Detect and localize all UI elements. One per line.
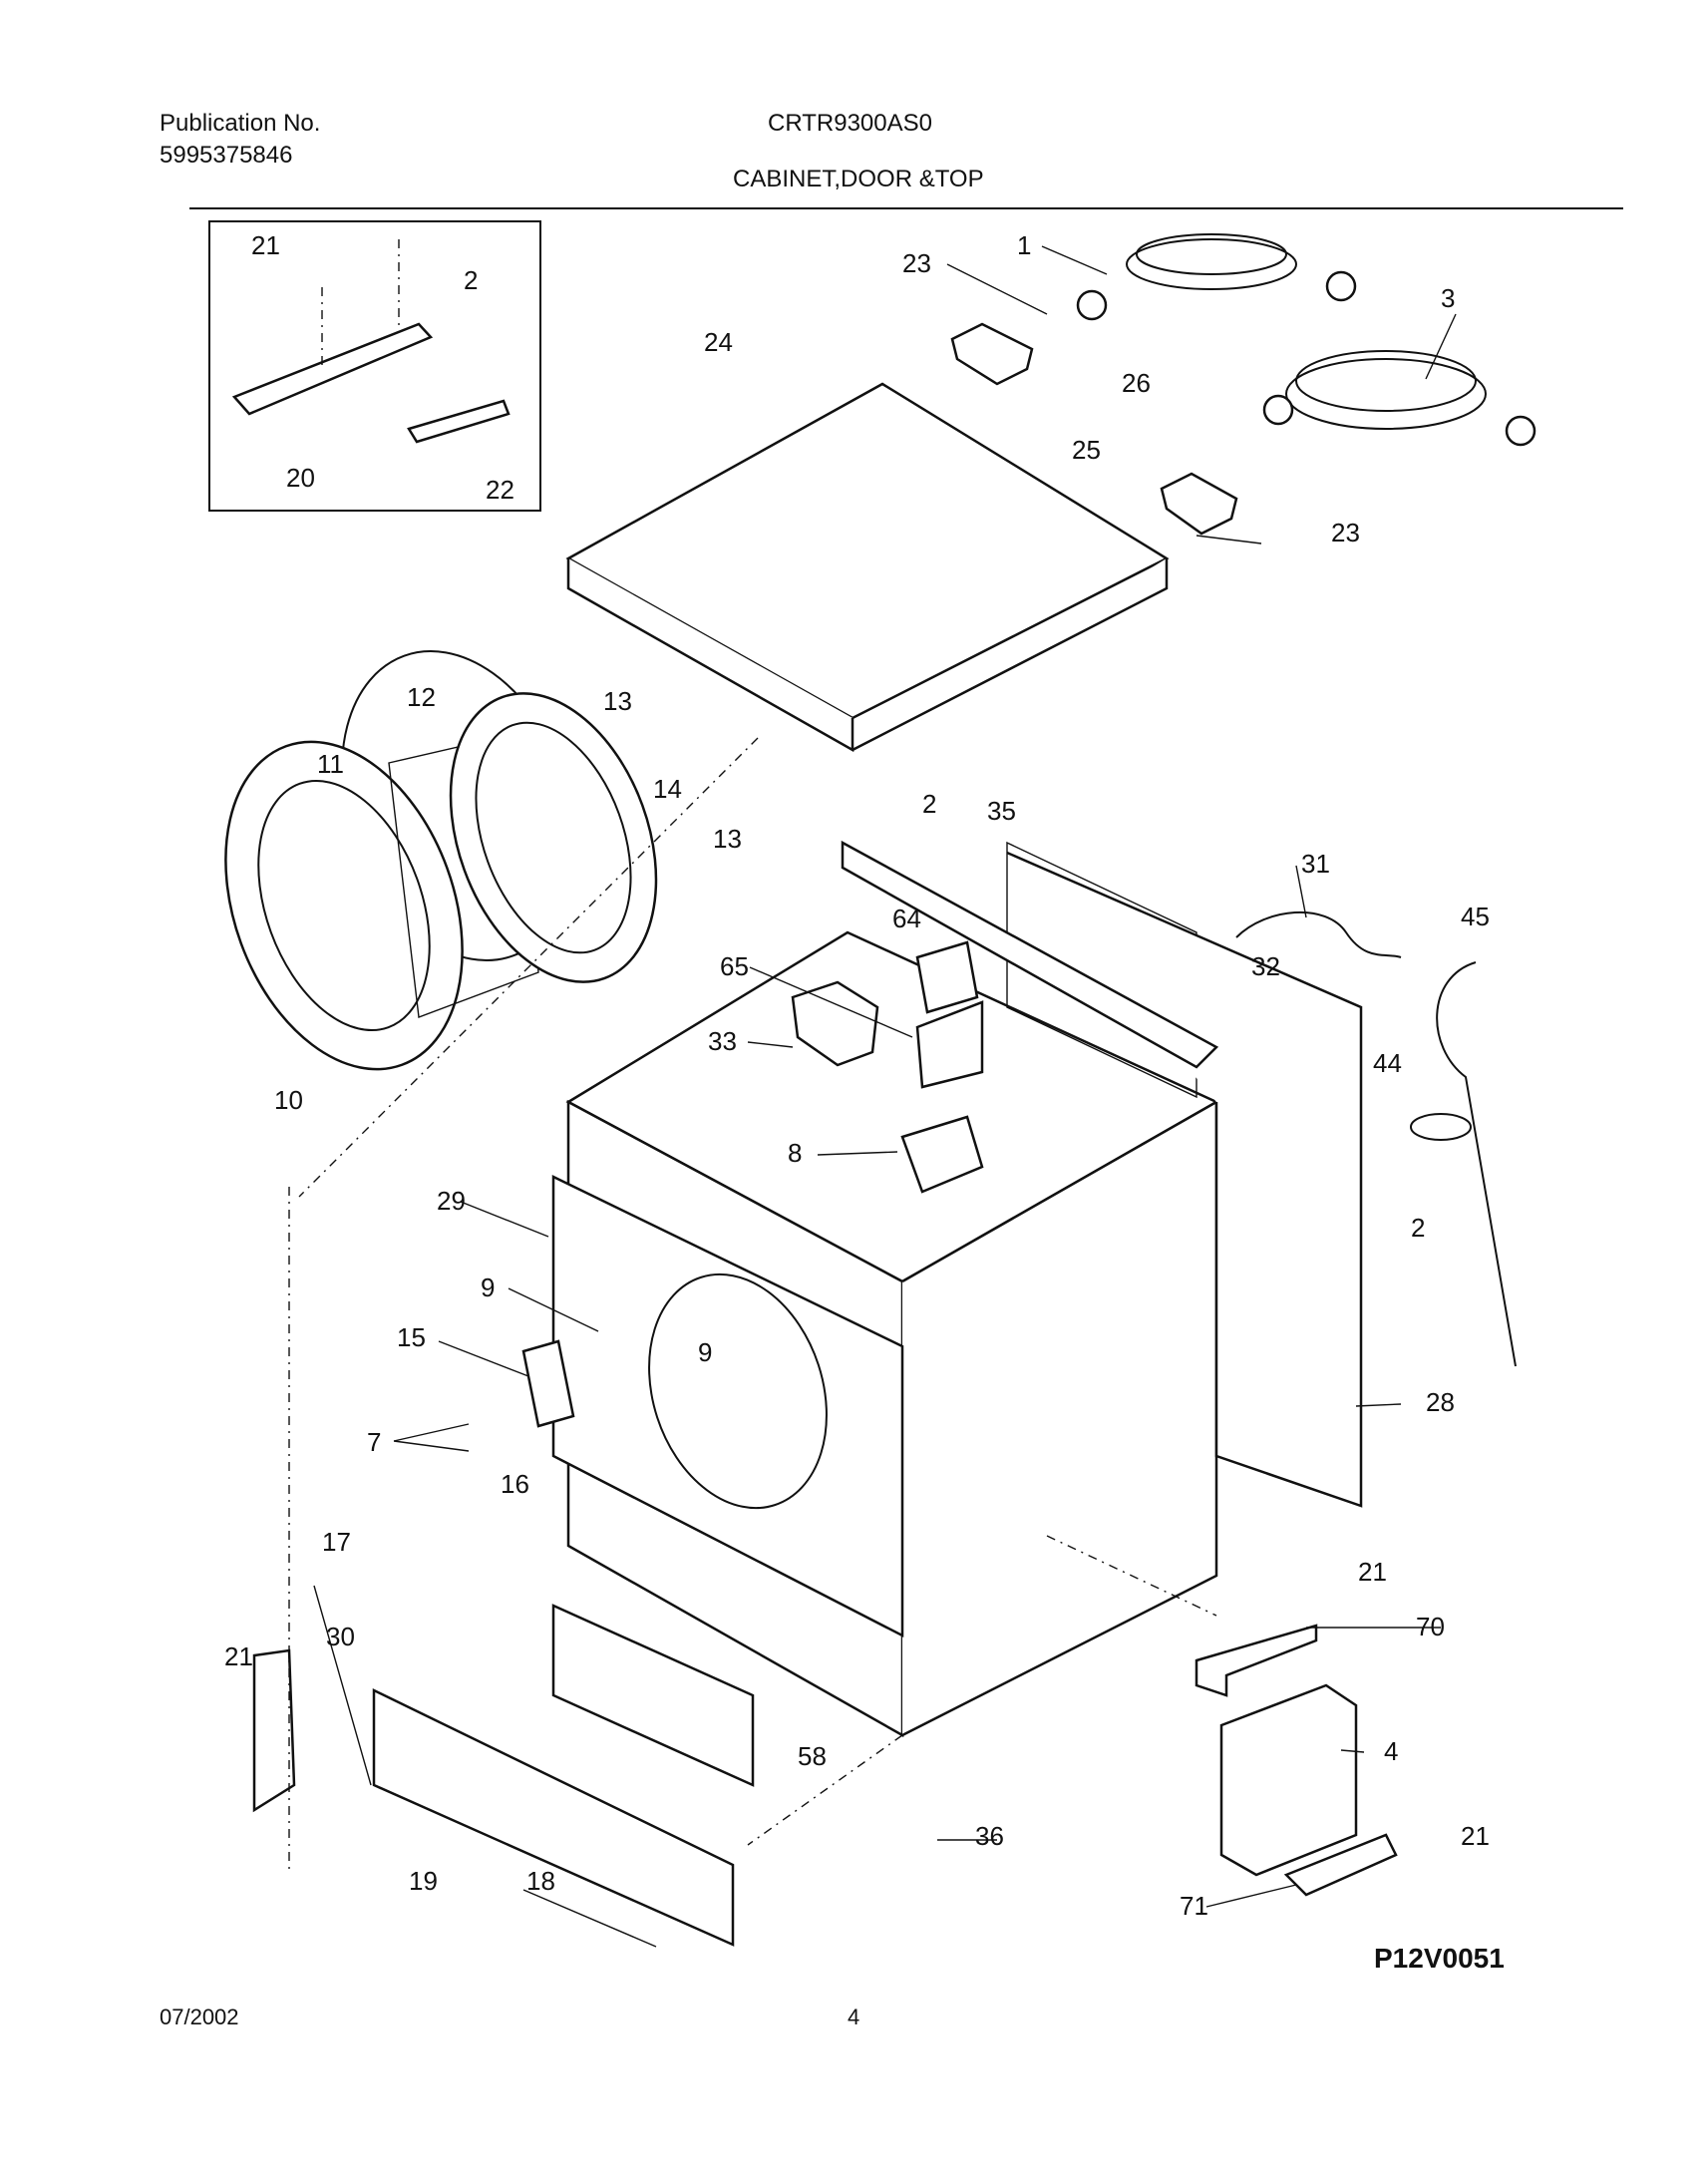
component-33 bbox=[791, 980, 879, 1067]
header-rule bbox=[189, 207, 1623, 209]
section-title: CABINET,DOOR &TOP bbox=[733, 166, 984, 192]
callout-label: 70 bbox=[1416, 1612, 1445, 1641]
callout-label: 32 bbox=[1251, 951, 1280, 981]
bracket-70 bbox=[1195, 1624, 1318, 1697]
callout-label: 7 bbox=[367, 1427, 381, 1457]
callout-label: 35 bbox=[987, 796, 1016, 826]
component-65 bbox=[915, 1000, 984, 1089]
callout-label: 65 bbox=[720, 951, 749, 981]
callout-label: 23 bbox=[902, 248, 931, 278]
component-8 bbox=[900, 1115, 984, 1194]
callout-label: 21 bbox=[1358, 1557, 1387, 1587]
callout-label: 21 bbox=[224, 1641, 253, 1671]
model-number: CRTR9300AS0 bbox=[768, 110, 932, 137]
publication-number: 5995375846 bbox=[160, 142, 293, 169]
callout-label: 28 bbox=[1426, 1387, 1455, 1417]
callout-label: 33 bbox=[708, 1026, 737, 1056]
callout-label: 11 bbox=[317, 749, 344, 779]
callout-label: 15 bbox=[397, 1322, 426, 1352]
callout-label: 9 bbox=[698, 1337, 712, 1367]
callout-label: 12 bbox=[407, 682, 436, 712]
callout-label: 64 bbox=[892, 904, 921, 933]
hinge-15 bbox=[521, 1339, 575, 1428]
callout-label: 45 bbox=[1461, 902, 1490, 931]
callout-label: 10 bbox=[274, 1085, 303, 1115]
callout-label: 18 bbox=[526, 1866, 555, 1896]
callout-label: 21 bbox=[1461, 1821, 1490, 1851]
callout-label: 13 bbox=[603, 686, 632, 716]
panel-18 bbox=[372, 1688, 735, 1947]
callout-label: 31 bbox=[1301, 849, 1330, 879]
callout-label: 2 bbox=[922, 789, 936, 819]
figure-code: P12V0051 bbox=[1374, 1943, 1505, 1974]
callout-label: 19 bbox=[409, 1866, 438, 1896]
callout-label: 26 bbox=[1122, 368, 1151, 398]
bracket-25 bbox=[1160, 472, 1238, 536]
door-assembly bbox=[224, 650, 658, 1071]
callout-label: 23 bbox=[1331, 518, 1360, 547]
cabinet bbox=[551, 840, 1363, 1738]
callout-label: 13 bbox=[713, 824, 742, 854]
callout-label: 44 bbox=[1373, 1048, 1402, 1078]
callout-label: 9 bbox=[481, 1273, 495, 1302]
callout-label: 1 bbox=[1017, 230, 1031, 260]
power-cord bbox=[1235, 911, 1402, 958]
callout-label: 2 bbox=[464, 265, 478, 295]
panel-58 bbox=[551, 1604, 755, 1787]
component-64 bbox=[915, 940, 979, 1014]
callout-label: 2 bbox=[1411, 1213, 1425, 1243]
callout-label: 25 bbox=[1072, 435, 1101, 465]
callout-label: 29 bbox=[437, 1186, 466, 1216]
callout-label: 71 bbox=[1180, 1891, 1208, 1921]
bracket-21-left bbox=[252, 1648, 296, 1813]
bracket-71 bbox=[1283, 1833, 1398, 1897]
callout-labels: 1 2 2 2 3 4 7 8 9 9 10 11 12 13 13 14 15… bbox=[224, 230, 1490, 1921]
callout-label: 8 bbox=[788, 1138, 802, 1168]
footer-page-number: 4 bbox=[848, 2004, 860, 2029]
callout-label: 3 bbox=[1441, 283, 1455, 313]
callout-label: 58 bbox=[798, 1741, 827, 1771]
callout-label: 14 bbox=[653, 774, 682, 804]
footer-date: 07/2002 bbox=[160, 2004, 239, 2029]
callout-label: 16 bbox=[501, 1469, 529, 1499]
control-box-4 bbox=[1219, 1683, 1358, 1877]
inset-box bbox=[208, 220, 541, 512]
callout-label: 20 bbox=[286, 463, 315, 493]
publication-label: Publication No. bbox=[160, 110, 321, 137]
callout-label: 36 bbox=[975, 1821, 1004, 1851]
callout-label: 24 bbox=[704, 327, 733, 357]
drain-hose bbox=[1436, 961, 1517, 1367]
callout-label: 21 bbox=[251, 230, 280, 260]
callout-label: 17 bbox=[322, 1527, 351, 1557]
callout-label: 22 bbox=[486, 475, 514, 505]
callout-label: 30 bbox=[326, 1622, 355, 1651]
leader-lines bbox=[313, 245, 1457, 1948]
callout-label: 4 bbox=[1384, 1736, 1398, 1766]
bracket-26 bbox=[950, 322, 1034, 386]
inset-bracket bbox=[231, 239, 511, 444]
inlet-hoses bbox=[1076, 233, 1537, 447]
grommet-44 bbox=[1410, 1113, 1472, 1141]
